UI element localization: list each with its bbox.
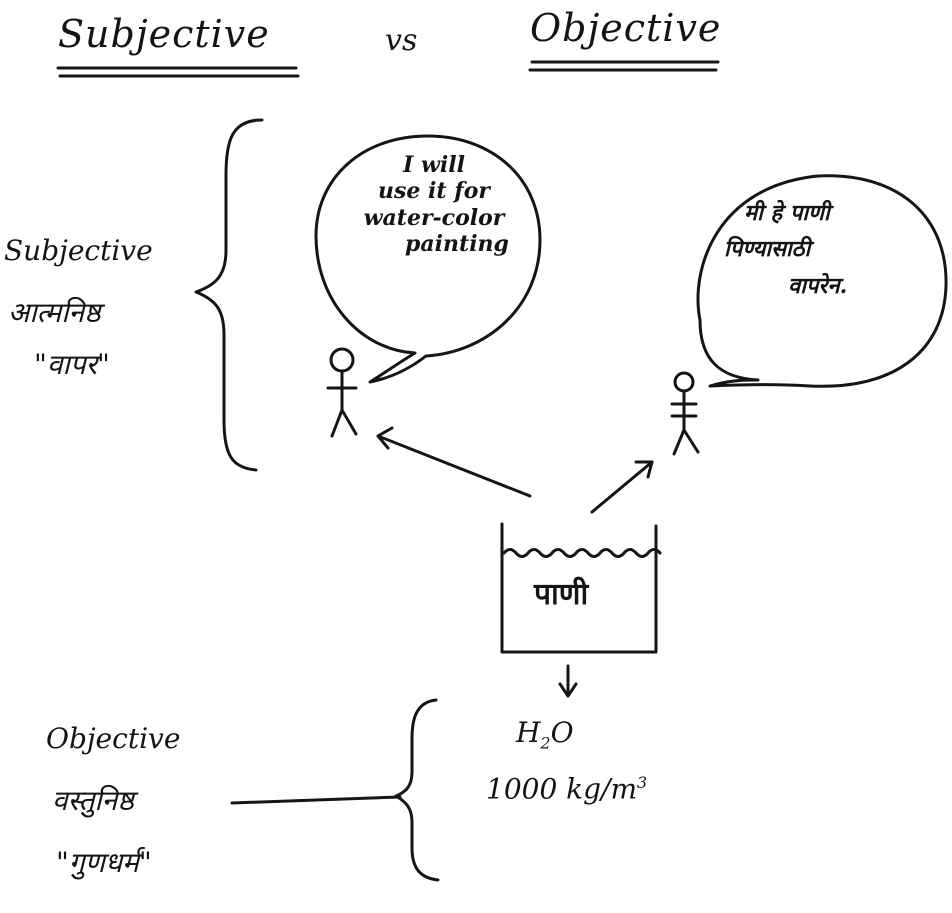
title-objective: Objective bbox=[530, 6, 722, 50]
bubble-right-line: मी हे पाणी bbox=[744, 200, 830, 226]
density-value: 1000 kg/m bbox=[486, 772, 638, 806]
arrow-to-right-figure bbox=[590, 460, 654, 514]
objective-brace bbox=[394, 698, 440, 882]
title-subjective: Subjective bbox=[58, 12, 270, 56]
objective-quote: "गुणधर्म" bbox=[56, 846, 152, 879]
bubble-left-line: I will bbox=[403, 152, 465, 178]
bubble-right-text: मी हे पाणी पिण्यासाठी वापरेन. bbox=[724, 200, 928, 299]
subjective-label-marathi: आत्मनिष्ठ bbox=[8, 296, 101, 329]
stick-figure-left bbox=[326, 347, 358, 438]
title-underline-left bbox=[56, 66, 300, 78]
arrow-down bbox=[558, 664, 578, 698]
formula-o: O bbox=[550, 716, 574, 749]
bubble-right-line: पिण्यासाठी bbox=[724, 236, 811, 263]
connector-line bbox=[230, 795, 402, 805]
objective-label-marathi: वस्तुनिष्ठ bbox=[52, 784, 134, 817]
density-exponent: 3 bbox=[637, 773, 648, 792]
title-underline-right bbox=[528, 60, 720, 72]
title-vs: vs bbox=[385, 23, 418, 58]
bubble-right-line: वापरेन. bbox=[788, 272, 848, 299]
stick-figure-right bbox=[670, 371, 700, 456]
formula-subscript: 2 bbox=[540, 733, 551, 753]
formula-h: H bbox=[516, 716, 541, 749]
speech-bubble-left bbox=[314, 134, 542, 384]
arrow-to-left-figure bbox=[376, 426, 532, 498]
subjective-label: Subjective bbox=[4, 234, 153, 267]
formula: H2O bbox=[516, 716, 574, 753]
bubble-left-line: water-color bbox=[363, 204, 505, 231]
subjective-quote: "वापर" bbox=[34, 348, 110, 381]
water-tank bbox=[500, 522, 662, 654]
subjective-brace bbox=[194, 118, 264, 472]
speech-bubble-right bbox=[696, 174, 948, 388]
bubble-left-text: I will use it for water-color painting bbox=[334, 152, 534, 258]
tank-label: पाणी bbox=[534, 577, 589, 612]
objective-label: Objective bbox=[46, 722, 181, 755]
bubble-left-line: painting bbox=[405, 231, 509, 258]
bubble-left-line: use it for bbox=[378, 178, 490, 205]
density: 1000 kg/m3 bbox=[486, 772, 648, 806]
